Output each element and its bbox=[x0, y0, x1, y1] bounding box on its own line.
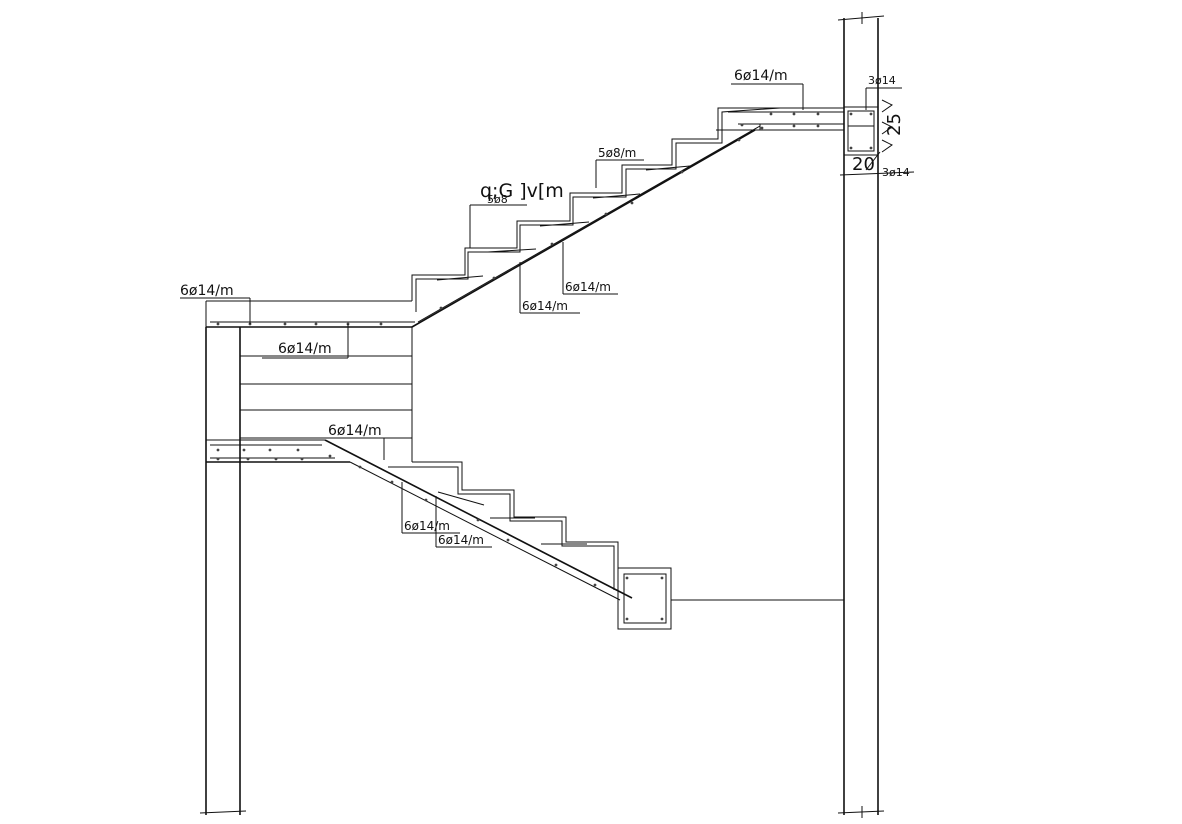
beam-top-bars-label: 3ø14 bbox=[868, 74, 896, 87]
beam-dimension-marks bbox=[881, 99, 893, 153]
upper-flight-main-bars-label: 6ø14/m bbox=[522, 299, 568, 313]
upper-flight-garbled-note: q;G ]v[m bbox=[480, 180, 564, 202]
upper-flight-steps bbox=[411, 107, 844, 328]
upper-flight-stirrups-label: 5ø8/m bbox=[598, 146, 636, 160]
top-beam bbox=[839, 106, 915, 176]
leader-lines bbox=[180, 83, 902, 548]
left-wall bbox=[199, 327, 413, 815]
right-column bbox=[837, 12, 885, 818]
lower-flight-main-bars-label: 6ø14/m bbox=[404, 519, 450, 533]
upper-landing-inner-bars-label: 6ø14/m bbox=[278, 341, 332, 357]
rebar-dots bbox=[216, 112, 873, 621]
top-landing-slab bbox=[718, 107, 844, 113]
lower-landing-slab bbox=[205, 439, 350, 463]
bottom-beam bbox=[617, 567, 844, 630]
beam-bottom-bars-label: 3ø14 bbox=[882, 166, 910, 179]
top-landing-bars-label: 6ø14/m bbox=[734, 68, 788, 84]
lower-landing-bars-label: 6ø14/m bbox=[328, 423, 382, 439]
upper-flight-distribution-label: 6ø14/m bbox=[565, 280, 611, 294]
upper-flight-bar-8-label: 5ø8 bbox=[487, 193, 508, 206]
beam-depth-dimension: 25 bbox=[884, 113, 905, 136]
upper-landing-top-bars-label: 6ø14/m bbox=[180, 283, 234, 299]
beam-width-dimension: 20 bbox=[852, 154, 875, 175]
lower-flight-distribution-label: 6ø14/m bbox=[438, 533, 484, 547]
upper-landing-slab bbox=[205, 275, 415, 328]
